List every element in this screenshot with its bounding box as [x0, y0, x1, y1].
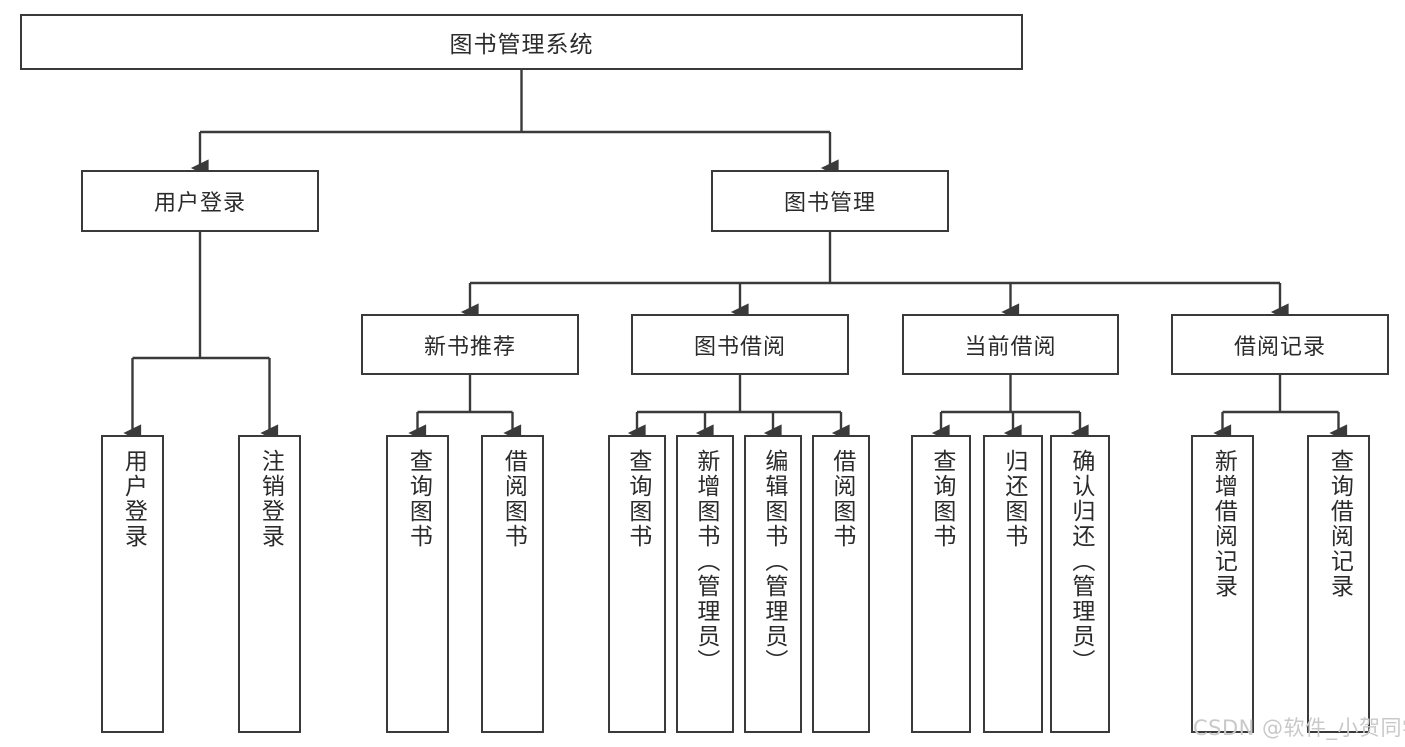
node-label-leaf-return-book: 归还图书 — [1000, 449, 1027, 549]
node-new-book-rec[interactable]: 新书推荐 — [361, 314, 579, 375]
node-leaf-query-book-cur[interactable]: 查询图书 — [911, 435, 971, 733]
node-root[interactable]: 图书管理系统 — [20, 14, 1023, 70]
node-label-user-login: 用户登录 — [153, 191, 246, 216]
node-leaf-return-book[interactable]: 归还图书 — [983, 435, 1043, 733]
node-label-book-borrow: 图书借阅 — [693, 334, 786, 360]
csdn-watermark: CSDN @软件_小贺同学 — [1193, 716, 1405, 740]
node-label-leaf-edit-book: 编辑图书（管理员） — [760, 449, 787, 674]
node-label-leaf-confirm-return: 确认归还（管理员） — [1067, 449, 1094, 674]
node-leaf-query-book-rec[interactable]: 查询图书 — [386, 435, 449, 733]
node-book-borrow[interactable]: 图书借阅 — [631, 314, 849, 375]
node-borrow-record[interactable]: 借阅记录 — [1171, 314, 1389, 375]
node-leaf-add-book[interactable]: 新增图书（管理员） — [676, 435, 734, 733]
node-leaf-confirm-return[interactable]: 确认归还（管理员） — [1050, 435, 1110, 733]
node-label-book-manage: 图书管理 — [783, 191, 876, 216]
node-label-leaf-query-book-cur: 查询图书 — [928, 449, 955, 549]
node-label-current-borrow: 当前借阅 — [964, 334, 1057, 360]
node-label-leaf-add-record: 新增借阅记录 — [1210, 449, 1237, 599]
node-book-manage[interactable]: 图书管理 — [711, 170, 949, 232]
node-current-borrow[interactable]: 当前借阅 — [902, 314, 1119, 375]
node-label-leaf-query-record: 查询借阅记录 — [1326, 449, 1353, 599]
node-label-new-book-rec: 新书推荐 — [423, 334, 516, 360]
node-user-login[interactable]: 用户登录 — [81, 170, 319, 232]
node-label-leaf-user-login: 用户登录 — [120, 449, 147, 549]
node-label-root: 图书管理系统 — [449, 32, 594, 58]
node-leaf-query-book-borrow[interactable]: 查询图书 — [608, 435, 666, 733]
node-leaf-borrow-book[interactable]: 借阅图书 — [812, 435, 870, 733]
edge-paths — [123, 70, 1348, 442]
node-leaf-user-logout[interactable]: 注销登录 — [238, 435, 301, 733]
node-leaf-query-record[interactable]: 查询借阅记录 — [1307, 435, 1370, 733]
node-label-leaf-add-book: 新增图书（管理员） — [692, 449, 719, 674]
node-leaf-edit-book[interactable]: 编辑图书（管理员） — [744, 435, 802, 733]
node-label-leaf-query-book-borrow: 查询图书 — [624, 449, 651, 549]
node-label-leaf-user-logout: 注销登录 — [257, 449, 284, 549]
node-leaf-borrow-book-rec[interactable]: 借阅图书 — [481, 435, 544, 733]
node-label-leaf-query-book-rec: 查询图书 — [405, 449, 432, 549]
node-label-borrow-record: 借阅记录 — [1233, 334, 1326, 360]
node-leaf-user-login[interactable]: 用户登录 — [101, 435, 164, 733]
node-label-leaf-borrow-book-rec: 借阅图书 — [500, 449, 527, 549]
node-label-leaf-borrow-book: 借阅图书 — [828, 449, 855, 549]
node-leaf-add-record[interactable]: 新增借阅记录 — [1191, 435, 1254, 733]
